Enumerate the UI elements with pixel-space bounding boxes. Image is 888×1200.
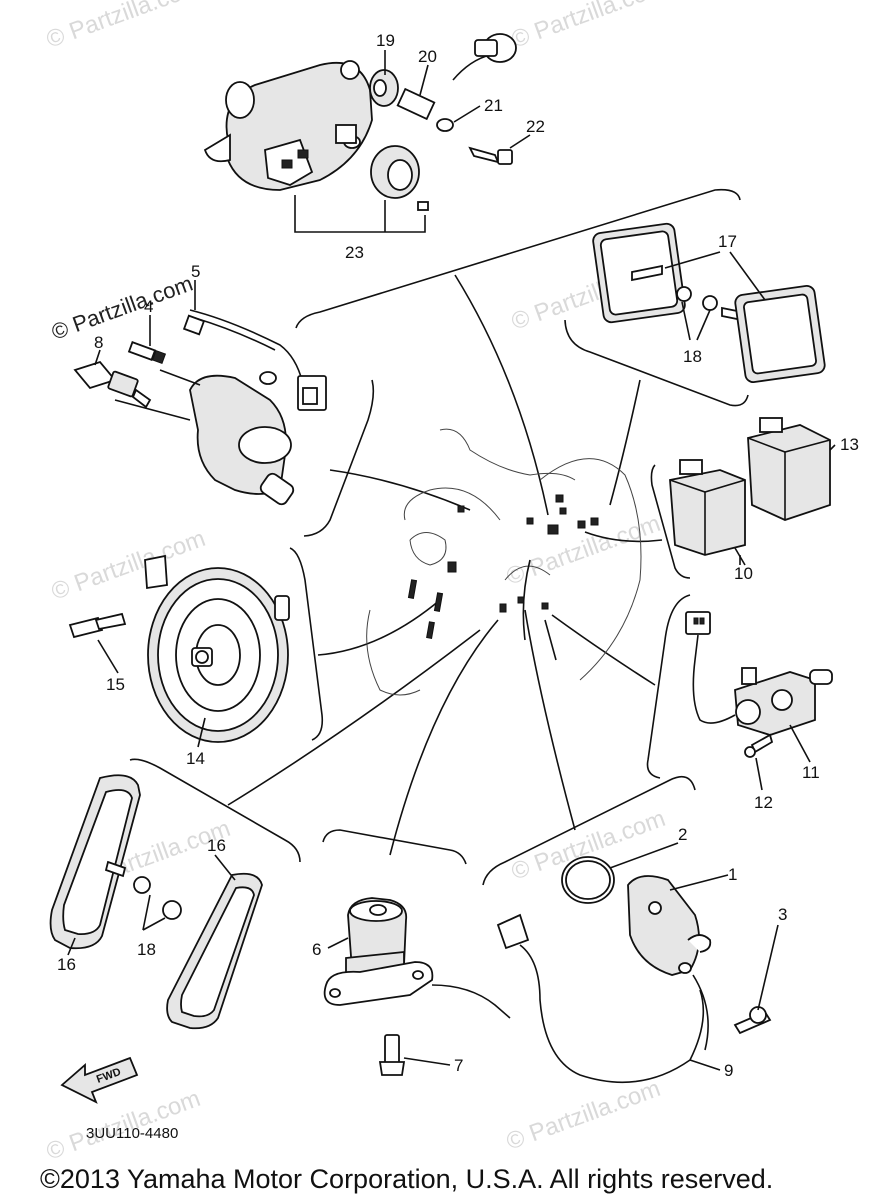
diagram-code: 3UU110-4480 <box>86 1125 178 1142</box>
forward-arrow: FWD <box>60 1056 139 1104</box>
bracket-fuel-pump <box>646 594 691 779</box>
reflector-top-right <box>592 222 826 384</box>
callout-labels: 1 2 3 4 5 6 7 8 9 10 11 12 13 14 15 16 1… <box>57 31 859 1080</box>
line-from-top <box>454 274 549 516</box>
callout-21: 21 <box>484 96 503 115</box>
callout-11: 11 <box>802 763 820 782</box>
callout-18-left: 18 <box>137 940 156 959</box>
line-from-sensor <box>524 609 576 831</box>
line-from-switch <box>329 469 471 511</box>
callout-23: 23 <box>345 243 364 262</box>
solenoid <box>323 897 511 1076</box>
bracket-top <box>295 188 741 329</box>
callout-22: 22 <box>526 117 545 136</box>
callout-13: 13 <box>840 435 859 454</box>
leader-lines <box>67 50 836 1071</box>
sensor-group <box>73 309 327 506</box>
callout-3: 3 <box>778 905 787 924</box>
reflector-left <box>49 774 263 1030</box>
line-from-reflector <box>609 379 641 506</box>
callout-5: 5 <box>191 262 200 281</box>
harness-lines <box>227 274 663 856</box>
copyright-notice: ©2013 Yamaha Motor Corporation, U.S.A. A… <box>40 1164 773 1194</box>
switch-assembly <box>203 33 517 233</box>
watermark: © Partzilla.com <box>508 0 669 54</box>
line-from-left-reflector <box>227 629 481 806</box>
callout-8: 8 <box>94 333 103 352</box>
line-from-horn <box>317 599 441 656</box>
callout-20: 20 <box>418 47 437 66</box>
horn <box>68 554 290 743</box>
bracket-right-mid <box>650 464 691 579</box>
callout-1: 1 <box>728 865 737 884</box>
central-connectors <box>407 494 599 661</box>
watermark: © Partzilla.com <box>43 0 204 54</box>
callout-2: 2 <box>678 825 687 844</box>
callout-7: 7 <box>454 1056 463 1075</box>
bracket-horn <box>289 547 324 741</box>
group-brackets <box>129 188 749 886</box>
fuel-pump <box>685 611 833 758</box>
angle-sensor <box>496 856 772 1084</box>
bracket-left-reflector <box>129 758 301 863</box>
line-from-relay <box>584 531 663 543</box>
callout-6: 6 <box>312 940 321 959</box>
relays <box>669 417 831 565</box>
line-from-solenoid <box>389 619 499 856</box>
callout-16-left: 16 <box>57 955 76 974</box>
callout-16-right: 16 <box>207 836 226 855</box>
callout-4: 4 <box>144 297 153 316</box>
bracket-solenoid <box>322 829 467 865</box>
callout-17: 17 <box>718 232 737 251</box>
bracket-top-right <box>564 319 749 407</box>
bracket-sensor <box>482 775 696 886</box>
callout-14: 14 <box>186 749 205 768</box>
callout-18-right: 18 <box>683 347 702 366</box>
watermark-dark: © Partzilla.com <box>48 271 196 345</box>
callout-12: 12 <box>754 793 773 812</box>
callout-10: 10 <box>734 564 753 583</box>
frame-outline <box>366 428 642 696</box>
callout-19: 19 <box>376 31 395 50</box>
callout-15: 15 <box>106 675 125 694</box>
watermark: © Partzilla.com <box>503 1075 664 1156</box>
callout-9: 9 <box>724 1061 733 1080</box>
bracket-left-upper <box>303 379 375 537</box>
line-from-fuel-pump <box>551 614 656 686</box>
